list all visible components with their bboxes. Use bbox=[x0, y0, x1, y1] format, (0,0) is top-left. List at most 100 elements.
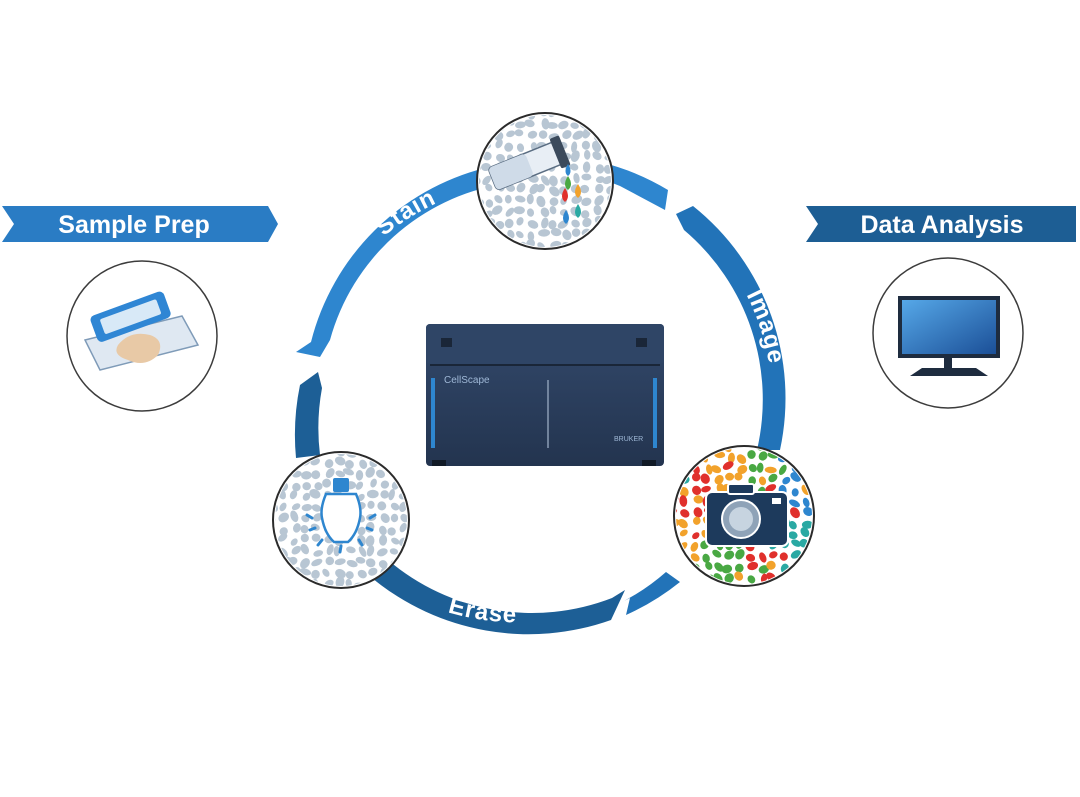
cell bbox=[484, 118, 494, 127]
cell bbox=[592, 239, 605, 247]
cell bbox=[403, 556, 407, 568]
cell bbox=[359, 459, 368, 469]
cell bbox=[595, 176, 605, 184]
cell bbox=[291, 503, 301, 511]
cell bbox=[378, 560, 388, 569]
cell bbox=[484, 238, 493, 247]
cell bbox=[679, 495, 688, 507]
cell bbox=[494, 239, 506, 247]
cell bbox=[479, 220, 484, 229]
cell bbox=[481, 130, 491, 139]
cell bbox=[788, 439, 800, 448]
cell bbox=[399, 522, 407, 533]
cell bbox=[322, 478, 332, 488]
cell bbox=[504, 142, 514, 152]
cell bbox=[379, 525, 387, 536]
cell bbox=[494, 115, 501, 120]
cell bbox=[676, 560, 678, 571]
cell bbox=[536, 183, 545, 193]
cell bbox=[705, 464, 713, 475]
cell bbox=[768, 473, 778, 483]
cell bbox=[379, 534, 388, 546]
cell bbox=[734, 571, 744, 581]
cell bbox=[570, 150, 580, 163]
cell bbox=[571, 219, 580, 228]
cell bbox=[368, 567, 378, 576]
cell bbox=[690, 553, 700, 562]
cell bbox=[516, 143, 525, 153]
cell bbox=[344, 460, 354, 469]
cell bbox=[782, 476, 791, 485]
stain-label: Stain bbox=[371, 184, 440, 241]
cell bbox=[346, 546, 356, 554]
cell bbox=[311, 470, 321, 480]
cell bbox=[279, 502, 287, 512]
cell bbox=[358, 546, 367, 557]
erase-arc bbox=[372, 560, 625, 635]
cell bbox=[292, 523, 301, 533]
sample-prep-icon-circle bbox=[66, 260, 218, 412]
cell bbox=[311, 533, 321, 542]
cell bbox=[584, 115, 592, 119]
cell bbox=[538, 229, 551, 237]
cell bbox=[758, 565, 769, 574]
stain-arc-top bbox=[598, 162, 668, 210]
cell bbox=[334, 558, 346, 566]
cell bbox=[745, 553, 756, 562]
cell bbox=[335, 569, 346, 579]
cell bbox=[802, 497, 810, 508]
cell bbox=[507, 229, 515, 239]
cell bbox=[679, 487, 689, 498]
cell bbox=[571, 228, 581, 237]
cell bbox=[366, 545, 375, 557]
cell bbox=[289, 490, 298, 500]
cell bbox=[355, 481, 364, 490]
cell bbox=[725, 472, 735, 481]
cell bbox=[692, 532, 700, 540]
cell bbox=[681, 448, 692, 453]
cell bbox=[549, 175, 558, 187]
image-arc-bottom bbox=[612, 572, 680, 615]
cell bbox=[300, 543, 310, 555]
lightbulb-icon bbox=[305, 478, 377, 554]
cell bbox=[591, 115, 601, 116]
cell bbox=[280, 454, 290, 456]
cell bbox=[495, 139, 503, 149]
cell bbox=[702, 553, 710, 563]
cell bbox=[311, 569, 320, 579]
cell bbox=[727, 452, 735, 464]
cell bbox=[357, 569, 367, 579]
cell bbox=[325, 556, 335, 566]
cell bbox=[345, 578, 352, 586]
cell bbox=[766, 560, 776, 570]
cell bbox=[345, 571, 354, 580]
image-icon-circle bbox=[673, 439, 815, 587]
cell bbox=[300, 558, 310, 569]
cell bbox=[546, 122, 558, 129]
cell bbox=[380, 490, 389, 499]
cell bbox=[275, 578, 278, 586]
cell bbox=[607, 132, 611, 141]
cell bbox=[376, 469, 385, 479]
cell bbox=[326, 544, 334, 556]
cell bbox=[526, 193, 534, 205]
cell bbox=[299, 568, 312, 576]
cell bbox=[550, 228, 562, 237]
cell bbox=[491, 205, 503, 215]
cell bbox=[402, 458, 407, 466]
cell bbox=[764, 466, 777, 474]
cell bbox=[680, 509, 690, 518]
cell bbox=[778, 464, 787, 475]
cell bbox=[515, 121, 526, 129]
cell bbox=[690, 542, 699, 552]
cell bbox=[679, 529, 688, 537]
cell bbox=[758, 451, 768, 461]
cell bbox=[714, 562, 724, 572]
erase-icon-circle bbox=[272, 451, 410, 589]
cell bbox=[747, 575, 756, 584]
cell bbox=[370, 478, 377, 488]
cell bbox=[482, 230, 492, 240]
cell bbox=[792, 450, 801, 460]
cell bbox=[690, 571, 700, 581]
data-analysis-icon-circle bbox=[872, 257, 1024, 409]
